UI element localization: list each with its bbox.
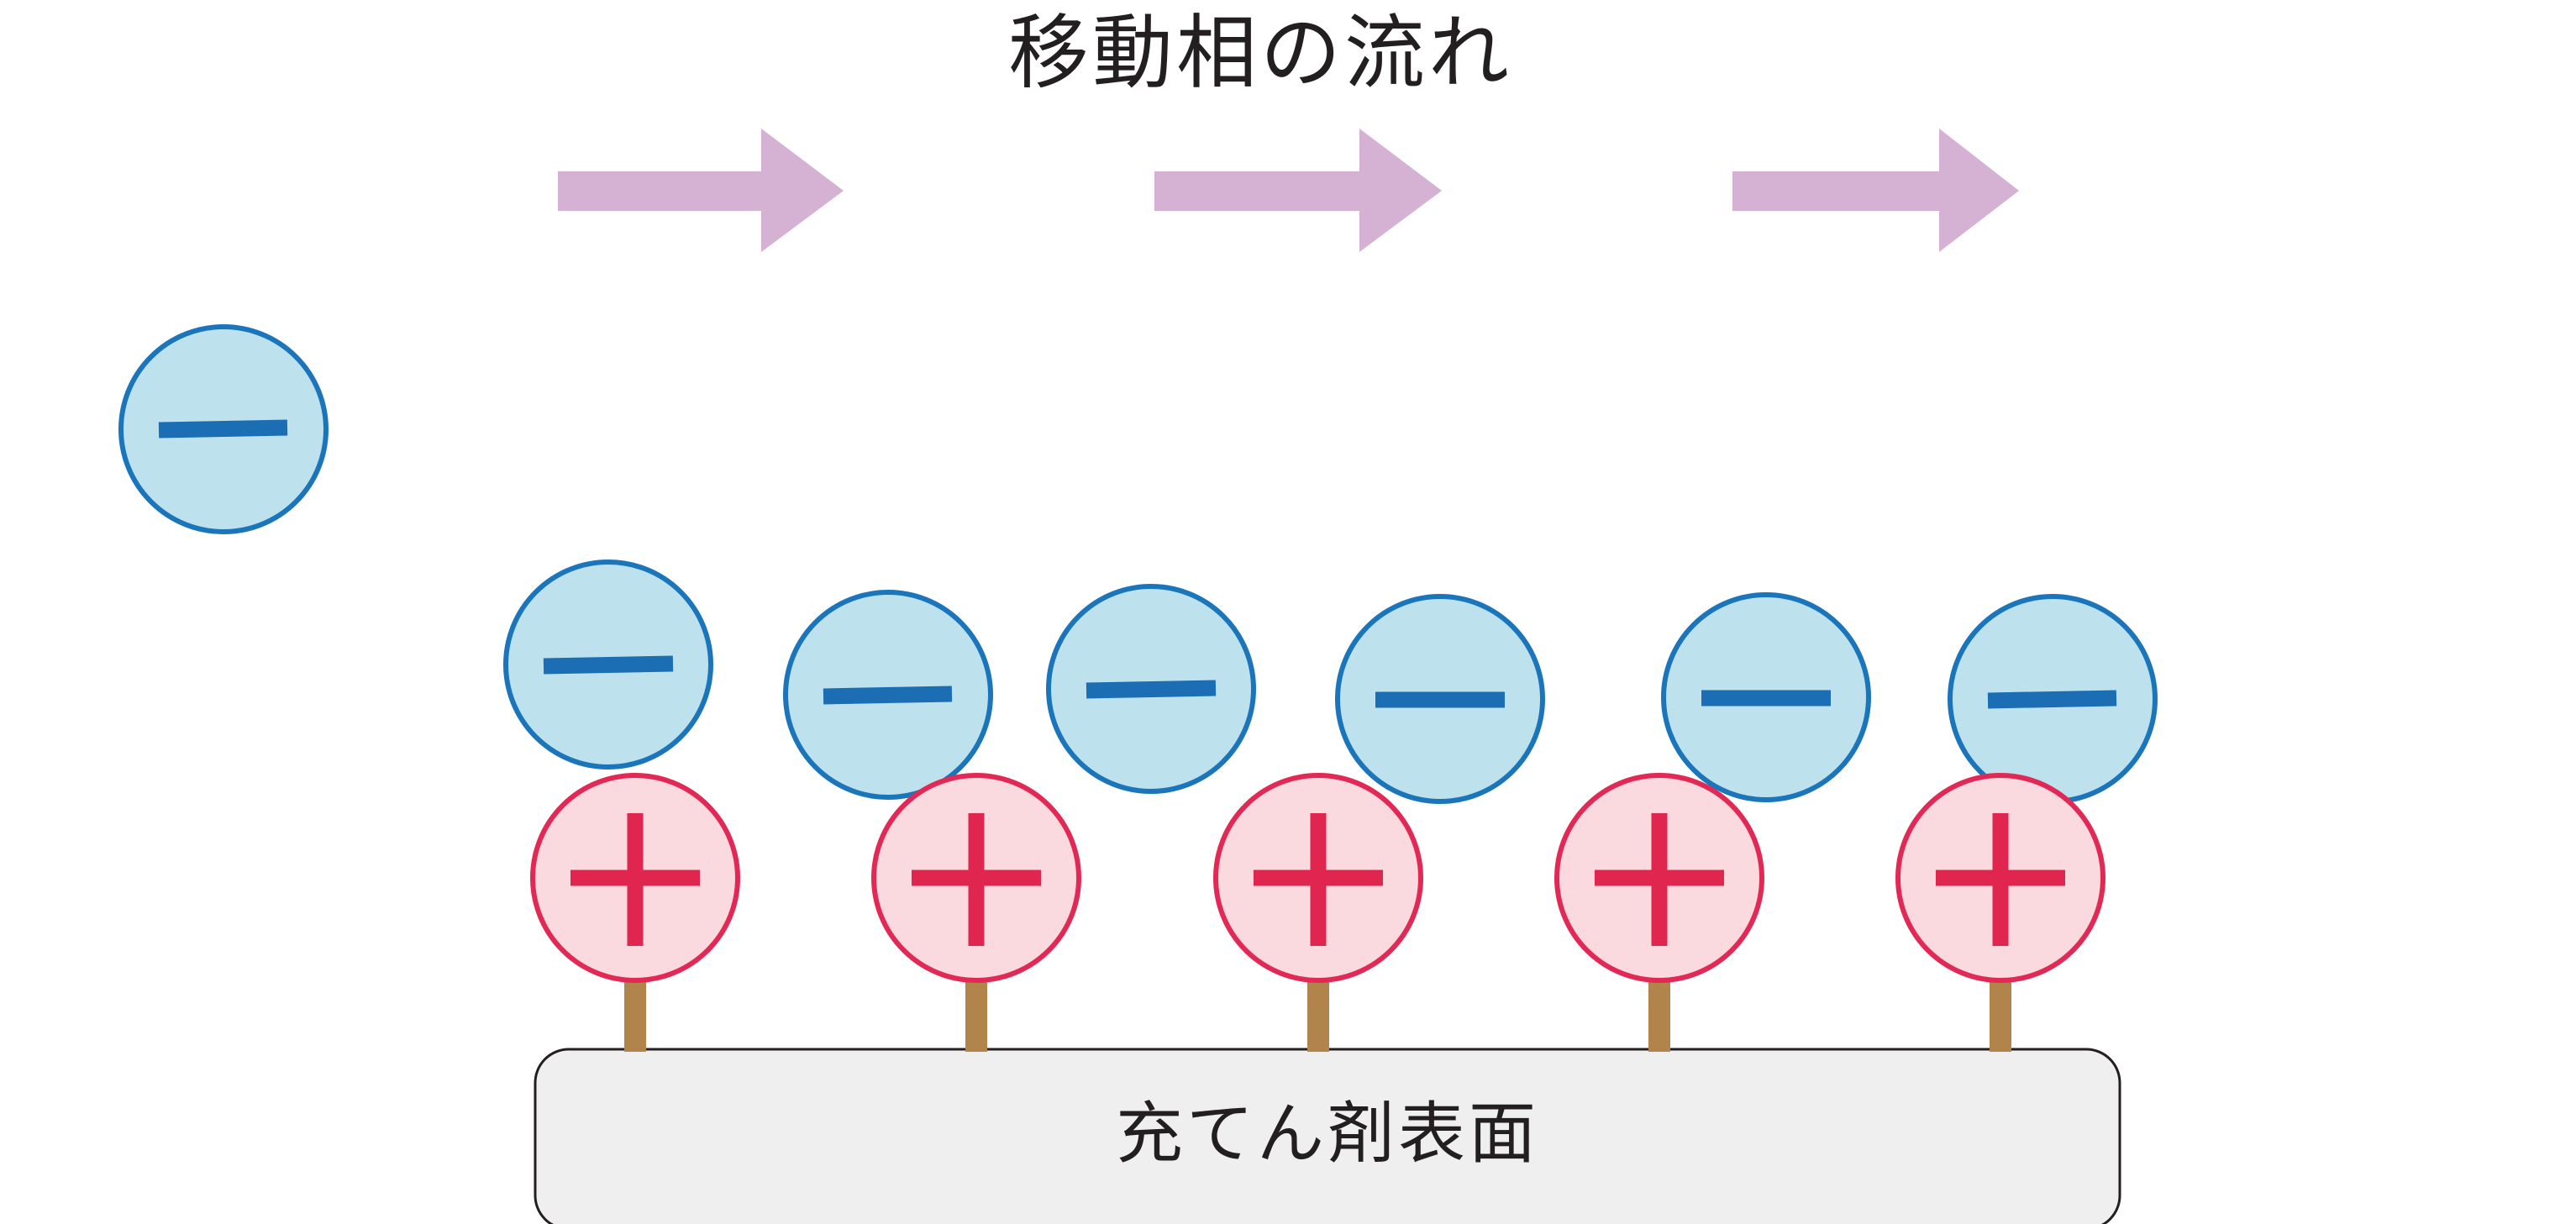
flow-arrow-3 xyxy=(1732,129,2019,252)
minus-sign xyxy=(1987,690,2117,709)
mobile-phase-flow-title: 移動相の流れ xyxy=(1008,6,1512,100)
stem-4 xyxy=(1648,978,1670,1052)
adsorbed-anion-1 xyxy=(503,559,713,770)
free-anion xyxy=(118,324,329,534)
fixed-cation-1 xyxy=(530,773,740,983)
minus-sign xyxy=(158,419,288,439)
fixed-cation-2 xyxy=(871,773,1081,983)
flow-arrow-1 xyxy=(558,129,844,252)
stem-5 xyxy=(1990,978,2011,1052)
minus-sign xyxy=(1086,680,1217,699)
fixed-cation-3 xyxy=(1213,773,1423,983)
minus-sign xyxy=(543,655,674,675)
fixed-cation-4 xyxy=(1554,773,1764,983)
flow-arrow-2 xyxy=(1154,129,1442,252)
packing-surface-label: 充てん剤表面 xyxy=(1116,1095,1539,1173)
adsorbed-anion-5 xyxy=(1661,592,1871,802)
adsorbed-anion-2 xyxy=(783,590,993,800)
stem-1 xyxy=(624,978,646,1052)
minus-sign xyxy=(823,686,953,705)
stem-3 xyxy=(1307,978,1329,1052)
adsorbed-anion-4 xyxy=(1335,594,1545,804)
adsorbed-anion-6 xyxy=(1948,594,2158,804)
fixed-cation-5 xyxy=(1895,773,2105,983)
stem-2 xyxy=(965,978,987,1052)
adsorbed-anion-3 xyxy=(1046,584,1256,794)
